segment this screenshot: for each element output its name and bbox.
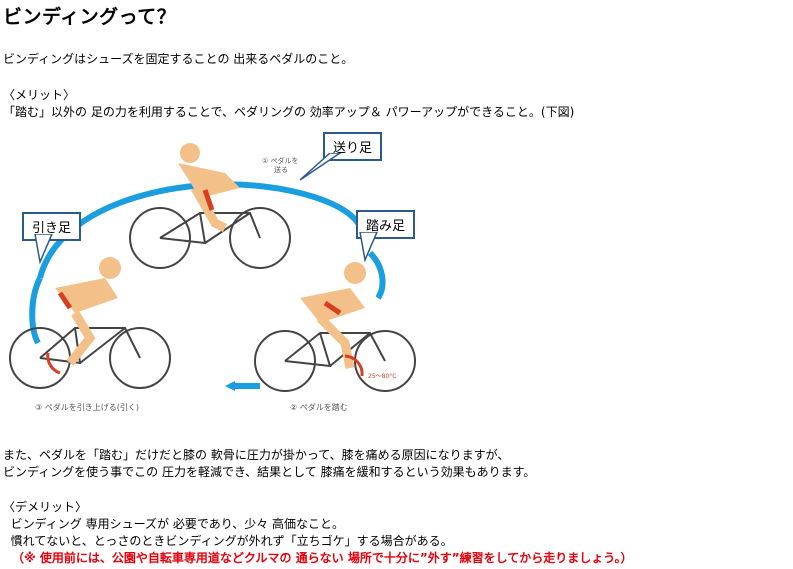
demerit-item-2: 慣れてないと、とっさのときビンディングが外れず「立ちゴケ」する場合がある。 xyxy=(3,534,453,548)
callout-send-pointer xyxy=(299,153,342,181)
cycle-arrow-left xyxy=(29,276,43,345)
callout-pull: 引き足 xyxy=(22,212,82,241)
callout-pull-pointer xyxy=(34,234,53,264)
body-text-1: また、ペダルを「踏む」だけだと膝の 軟骨に圧力が掛かって、膝を痛める原因になりま… xyxy=(3,448,510,462)
body-text-2: ビンディングを使う事でこの 圧力を軽減でき、結果として 膝痛を緩和するという効果… xyxy=(3,465,536,479)
pedaling-diagram: ① ペダルを 送る ② ペダルを踏む ③ ペダルを引き上げる(引く) 25〜80… xyxy=(0,128,450,428)
warning-note: （※ 使用前には、公園や自転車専用道などクルマの 通らない 場所で十分に”外す”… xyxy=(12,551,633,565)
label-angle: 25〜80°C xyxy=(368,373,396,380)
page-title: ビンディングって？ xyxy=(3,6,177,28)
label-step3: ③ ペダルを引き上げる(引く) xyxy=(35,402,139,412)
pedaling-illustration: ① ペダルを 送る ② ペダルを踏む ③ ペダルを引き上げる(引く) 25〜80… xyxy=(9,143,416,412)
demerit-item-1: ビンディング 専用シューズが 必要であり、少々 高価なこと。 xyxy=(3,517,345,531)
merit-text: 「踏む」以外の 足の力を利用することで、ペダリングの 効率アップ＆ パワーアップ… xyxy=(3,105,575,119)
demerit-heading: 〈デメリット〉 xyxy=(3,500,88,514)
cycle-arrow-right xyxy=(367,250,386,300)
intro-text: ビンディングはシューズを固定することの 出来るペダルのこと。 xyxy=(3,52,354,66)
callout-push-pointer xyxy=(359,232,378,262)
merit-heading: 〈メリット〉 xyxy=(3,88,76,102)
rider-right xyxy=(254,330,416,392)
rider-top xyxy=(129,207,291,269)
rider-left-body xyxy=(46,257,121,375)
label-step1: ① ペダルを xyxy=(262,156,299,165)
rider-top-body xyxy=(178,143,240,233)
label-step2: ② ペダルを踏む xyxy=(290,402,348,412)
label-step1b: 送る xyxy=(274,165,288,174)
rider-right-body xyxy=(300,262,366,377)
